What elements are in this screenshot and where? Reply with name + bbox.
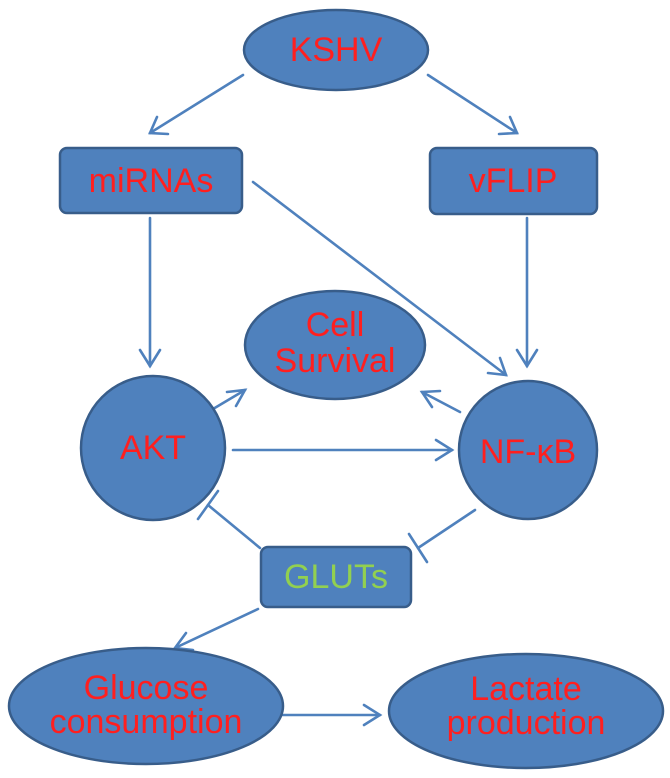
edge-akt-to-cell-survival	[211, 388, 248, 411]
node-cell-survival-label-line2: Survival	[275, 342, 396, 380]
node-cell-survival-label-line1: Cell	[306, 306, 365, 344]
edges	[138, 73, 539, 727]
node-kshv: KSHV	[242, 8, 430, 92]
edge-gluts-to-glucose	[172, 607, 260, 652]
edge-glucose-to-lactate	[280, 703, 383, 727]
edge-nfkb-to-cell-survival	[419, 389, 462, 414]
node-gluts: GLUTs	[259, 545, 413, 609]
node-lactate-label-line2: production	[447, 704, 606, 742]
edge-kshv-to-vflip	[426, 73, 519, 136]
edge-nfkb-inhibits-gluts	[407, 508, 477, 564]
node-lactate-production: Lactate production	[387, 652, 665, 770]
node-mirnas: miRNAs	[58, 146, 244, 215]
node-nfkb-label: NF-κB	[480, 433, 576, 471]
node-kshv-label: KSHV	[290, 31, 383, 69]
node-gluts-label: GLUTs	[284, 558, 388, 596]
edge-kshv-to-mirnas	[148, 73, 245, 136]
node-glucose-label-line2: consumption	[50, 703, 243, 741]
node-lactate-label-line1: Lactate	[470, 670, 582, 708]
edge-akt-to-nfkb	[231, 438, 455, 462]
node-glucose-label-line1: Glucose	[84, 669, 209, 707]
node-mirnas-label: miRNAs	[89, 162, 214, 200]
node-cell-survival: Cell Survival	[243, 289, 427, 401]
node-vflip-label: vFLIP	[469, 162, 558, 200]
edge-gluts-inhibits-akt	[196, 489, 262, 550]
edge-mirnas-to-akt	[138, 216, 162, 369]
edge-vflip-to-nfkb	[515, 216, 539, 369]
edge-mirnas-to-nfkb	[251, 180, 508, 377]
node-akt: AKT	[79, 374, 227, 522]
node-akt-label: AKT	[120, 429, 186, 467]
node-vflip: vFLIP	[428, 146, 599, 216]
node-glucose-consumption: Glucose consumption	[7, 646, 285, 766]
node-nfkb: NF-κB	[457, 379, 599, 521]
